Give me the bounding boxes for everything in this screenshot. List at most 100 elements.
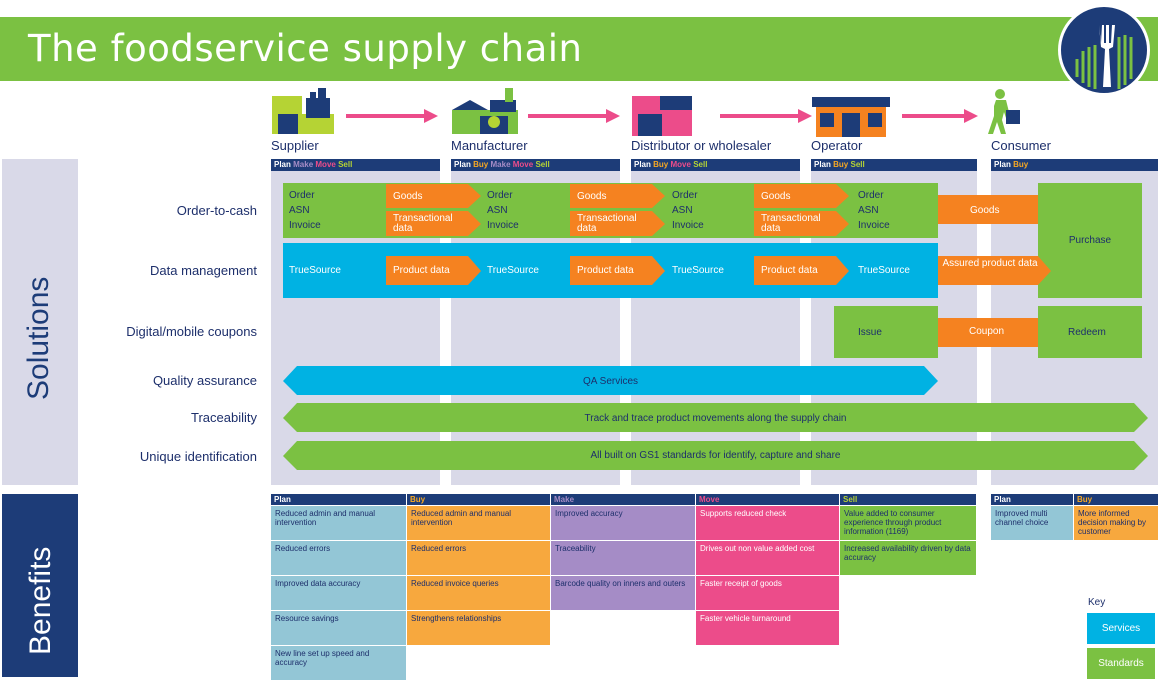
benefit-header-sell: Sell bbox=[840, 494, 976, 505]
order-line: Order bbox=[858, 190, 884, 201]
process-tag: Move bbox=[512, 160, 534, 169]
redeem-label: Redeem bbox=[1068, 327, 1106, 338]
benefit-header-consumer-plan: Plan bbox=[991, 494, 1073, 505]
invoice-line: Invoice bbox=[289, 220, 321, 231]
issue-block bbox=[834, 306, 938, 358]
benefit-cell-move: Faster receipt of goods bbox=[696, 576, 839, 610]
solutions-panel bbox=[2, 159, 78, 485]
goods-label-4: Goods bbox=[970, 205, 1000, 216]
process-tag: Buy bbox=[1013, 160, 1029, 169]
issue-label: Issue bbox=[858, 327, 882, 338]
process-header-supplier: Plan Make Move Sell bbox=[271, 159, 440, 171]
benefit-cell-make: Traceability bbox=[551, 541, 695, 575]
page-title: The foodservice supply chain bbox=[28, 27, 583, 70]
process-header-distributor: Plan Buy Move Sell bbox=[631, 159, 800, 171]
key-services-label: Services bbox=[1101, 623, 1141, 634]
invoice-line: Invoice bbox=[858, 220, 890, 231]
asn-line: ASN bbox=[858, 205, 879, 216]
product-data-arrow-2 bbox=[570, 256, 665, 285]
process-tag: Plan bbox=[814, 160, 831, 169]
product-data-arrow-3 bbox=[754, 256, 849, 285]
process-tag: Plan bbox=[994, 160, 1011, 169]
invoice-line: Invoice bbox=[487, 220, 519, 231]
warehouse-icon bbox=[632, 96, 692, 136]
transactional-label-3: Transactional data bbox=[761, 213, 821, 234]
gs1-fork-logo bbox=[1058, 4, 1150, 96]
asn-line: ASN bbox=[487, 205, 508, 216]
benefit-header-plan: Plan bbox=[271, 494, 406, 505]
stage-label-manufacturer: Manufacturer bbox=[451, 138, 528, 153]
assured-product-data-arrow bbox=[938, 256, 1051, 285]
truesource-label-2: TrueSource bbox=[487, 265, 539, 276]
benefit-header-move: Move bbox=[696, 494, 839, 505]
row-label-order-to-cash: Order-to-cash bbox=[176, 203, 257, 218]
transactional-label-2: Transactional data bbox=[577, 213, 637, 234]
transactional-arrow-2 bbox=[570, 211, 665, 236]
benefit-cell-plan: New line set up speed and accuracy bbox=[271, 646, 406, 680]
order-line: Order bbox=[672, 190, 698, 201]
stage-label-distributor: Distributor or wholesaler bbox=[631, 138, 772, 153]
process-header-operator: Plan Buy Sell bbox=[811, 159, 977, 171]
qa-services-label: QA Services bbox=[582, 376, 639, 387]
benefit-cell-make: Improved accuracy bbox=[551, 506, 695, 540]
row-label-coupons: Digital/mobile coupons bbox=[126, 324, 257, 339]
benefits-panel bbox=[2, 494, 78, 677]
process-header-consumer: Plan Buy bbox=[991, 159, 1158, 171]
asn-line: ASN bbox=[672, 205, 693, 216]
goods-label-3: Goods bbox=[761, 191, 791, 202]
benefit-cell-sell: Value added to consumer experience throu… bbox=[840, 506, 976, 540]
key-standards-swatch bbox=[1087, 648, 1155, 679]
flow-arrow-3 bbox=[720, 109, 812, 123]
product-data-arrow-1 bbox=[386, 256, 481, 285]
process-tag: Move bbox=[315, 160, 336, 169]
goods-arrow-2 bbox=[570, 184, 665, 208]
product-data-label-3: Product data bbox=[761, 265, 818, 276]
order-line: Order bbox=[487, 190, 513, 201]
process-tag: Plan bbox=[454, 160, 471, 169]
key-label: Key bbox=[1088, 597, 1106, 608]
gs1-standards-label: All built on GS1 standards for identify,… bbox=[590, 450, 841, 461]
coupon-label: Coupon bbox=[969, 326, 1005, 337]
benefit-cell-buy: Reduced errors bbox=[407, 541, 550, 575]
flow-arrow-1 bbox=[346, 109, 438, 123]
goods-arrow-3 bbox=[754, 184, 849, 208]
process-tag: Sell bbox=[535, 160, 550, 169]
process-tag: Sell bbox=[338, 160, 353, 169]
benefit-cell-plan: Improved data accuracy bbox=[271, 576, 406, 610]
process-tag: Sell bbox=[850, 160, 865, 169]
benefit-cell-buy: Reduced admin and manual intervention bbox=[407, 506, 550, 540]
benefit-header-consumer-buy: Buy bbox=[1074, 494, 1158, 505]
benefit-cell-plan: Reduced admin and manual intervention bbox=[271, 506, 406, 540]
stage-label-consumer: Consumer bbox=[991, 138, 1051, 153]
row-label-traceability: Traceability bbox=[191, 410, 257, 425]
redeem-block bbox=[1038, 306, 1142, 358]
benefit-cell-buy: Reduced invoice queries bbox=[407, 576, 550, 610]
stage-label-operator: Operator bbox=[811, 138, 863, 153]
purchase-label: Purchase bbox=[1068, 235, 1112, 246]
benefit-cell-plan: Resource savings bbox=[271, 611, 406, 645]
process-tag: Buy bbox=[473, 160, 489, 169]
benefit-cell-move: Supports reduced check bbox=[696, 506, 839, 540]
process-tag: Buy bbox=[653, 160, 669, 169]
benefit-cell-sell: Increased availability driven by data ac… bbox=[840, 541, 976, 575]
factory-icon bbox=[272, 88, 334, 134]
flow-arrow-4 bbox=[902, 109, 978, 123]
transactional-arrow-1 bbox=[386, 211, 481, 236]
traceability-label: Track and trace product movements along … bbox=[584, 413, 847, 424]
truesource-label-4: TrueSource bbox=[858, 265, 910, 276]
process-tag: Sell bbox=[693, 160, 708, 169]
benefit-cell-consumer-buy: More informed decision making by custome… bbox=[1074, 506, 1158, 540]
transactional-label-1: Transactional data bbox=[393, 213, 453, 234]
traceability-bar bbox=[283, 403, 1148, 432]
process-tag: Buy bbox=[833, 160, 849, 169]
benefit-cell-plan: Reduced errors bbox=[271, 541, 406, 575]
benefit-cell-make: Barcode quality on inners and outers bbox=[551, 576, 695, 610]
row-label-unique-id: Unique identification bbox=[139, 449, 257, 464]
order-line: Order bbox=[289, 190, 315, 201]
asn-line: ASN bbox=[289, 205, 310, 216]
product-data-label-2: Product data bbox=[577, 265, 634, 276]
invoice-line: Invoice bbox=[672, 220, 704, 231]
process-tag: Plan bbox=[274, 160, 291, 169]
process-tag: Move bbox=[670, 160, 691, 169]
